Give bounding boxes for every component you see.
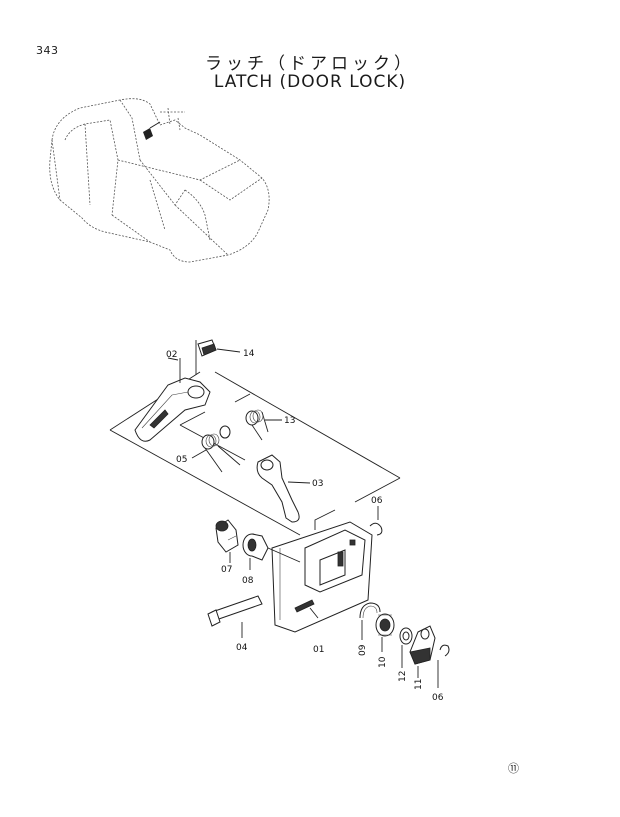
location-marker-icon [143,121,161,140]
callout-01: 01 [313,645,324,655]
callout-03: 03 [312,479,323,489]
door-panel-outline [109,371,401,536]
title-english: LATCH (DOOR LOCK) [213,72,407,92]
part-13-spring [245,409,282,441]
part-05-spring [191,425,241,473]
part-12-washer [399,627,413,668]
page-number: 343 [36,44,59,57]
part-04-bolt [207,595,263,638]
part-08-cylinder-housing [242,533,301,570]
callout-11: 11 [414,679,424,690]
machine-location-sketch [49,98,270,263]
part-11-cam [409,625,436,678]
callout-10: 10 [378,656,388,668]
footer-mark: ⑪ [508,762,519,775]
part-06-snap-ring-upper [369,506,383,536]
callout-14: 14 [243,349,255,359]
part-10-nut [375,613,395,652]
callout-07: 07 [221,565,232,575]
callout-05: 05 [176,455,187,465]
callout-12: 12 [398,671,408,682]
title-japanese: ラッチ（ドアロック） [205,54,415,74]
callout-02: 02 [166,350,177,360]
callout-06-lower: 06 [432,693,444,703]
part-09-snap-ring [359,602,381,640]
callout-09: 09 [358,644,368,656]
part-07-key-knob [215,519,239,563]
callout-06-upper: 06 [371,496,383,506]
callout-04: 04 [236,643,248,653]
part-14-clip [195,339,241,375]
callout-08: 08 [242,576,254,586]
part-01-lock-body [271,521,373,633]
part-03-latch-hook [256,454,311,523]
callout-13: 13 [284,416,295,426]
part-06-snap-ring-lower [437,644,450,688]
part-02-latch-lever [134,357,211,442]
